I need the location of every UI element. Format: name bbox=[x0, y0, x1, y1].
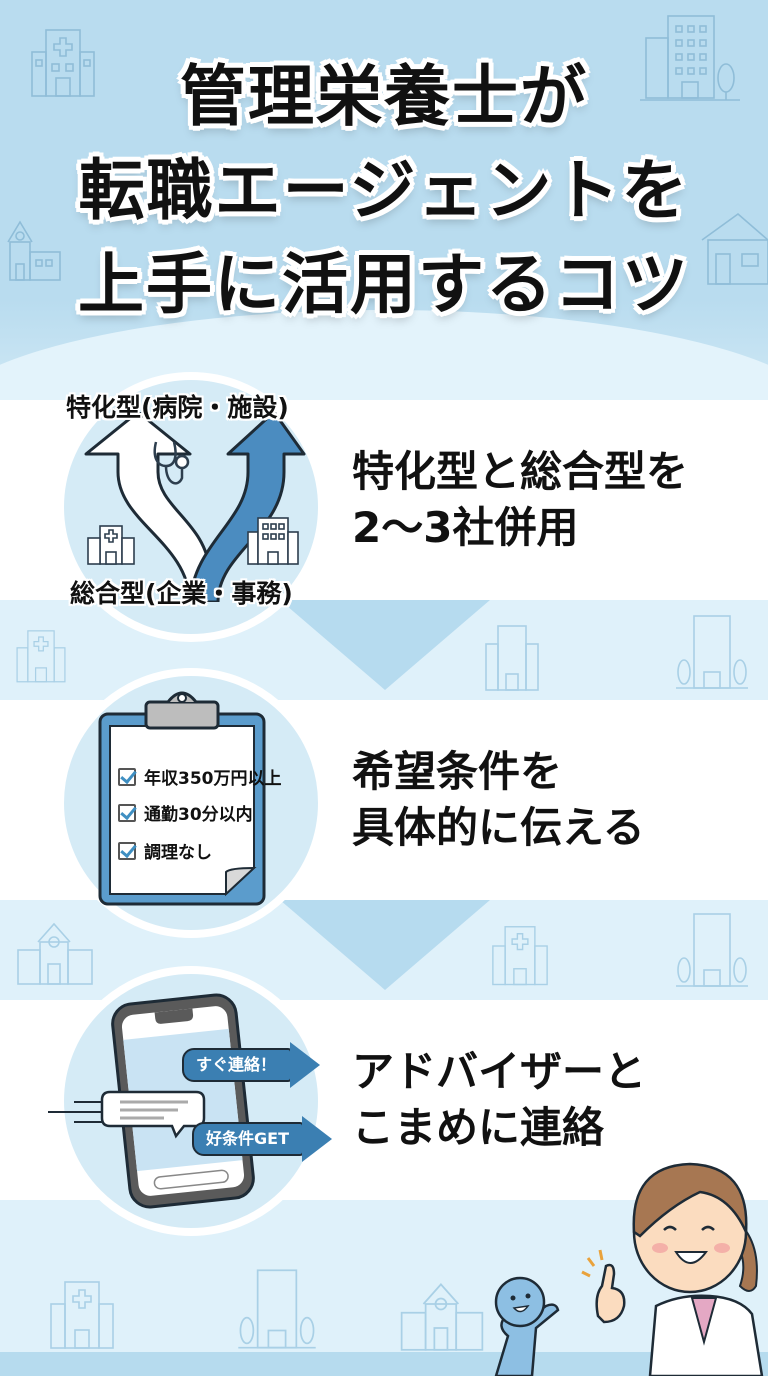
office-outline-icon bbox=[482, 622, 542, 692]
checkbox-icon bbox=[118, 803, 136, 822]
step-1-heading-line-2: 2〜3社併用 bbox=[352, 503, 579, 552]
hospital-outline-icon bbox=[14, 622, 68, 686]
advisor-woman-illustration bbox=[580, 1146, 768, 1376]
chevron-down-icon bbox=[280, 900, 490, 990]
step-3-heading: アドバイザーと こまめに連絡 bbox=[352, 1044, 646, 1156]
arrow-right-icon bbox=[290, 1042, 320, 1088]
hospital-icon bbox=[86, 522, 136, 566]
step-2-heading: 希望条件を 具体的に伝える bbox=[352, 744, 645, 856]
hospital-outline-icon bbox=[32, 1272, 132, 1352]
good-offer-arrow-bubble: 好条件GET bbox=[192, 1116, 332, 1162]
client-figure-illustration bbox=[486, 1266, 586, 1376]
checkbox-icon bbox=[118, 767, 136, 786]
reply-arrow-bubble: すぐ連絡！ bbox=[182, 1042, 322, 1088]
tower-outline-icon bbox=[676, 612, 748, 692]
general-type-label: 総合型(企業・事務) bbox=[70, 579, 293, 608]
title-line-2: 転職エージェントを bbox=[78, 152, 690, 229]
step-3-heading-line-2: こまめに連絡 bbox=[352, 1103, 605, 1152]
school-outline-icon bbox=[14, 920, 96, 986]
page-title: 管理栄養士が 転職エージェントを 上手に活用するコツ bbox=[0, 50, 768, 332]
office-building-icon bbox=[246, 516, 300, 566]
split-arrow-icon bbox=[78, 412, 308, 602]
ground-strip bbox=[0, 1352, 768, 1376]
title-line-1: 管理栄養士が bbox=[180, 58, 588, 135]
checklist-item: 調理なし bbox=[118, 838, 212, 863]
tower-outline-icon bbox=[232, 1266, 322, 1352]
checklist-item: 通勤30分以内 bbox=[118, 800, 253, 825]
school-outline-icon bbox=[0, 212, 70, 282]
chat-bubble-icon bbox=[48, 1082, 208, 1142]
checkbox-icon bbox=[118, 841, 136, 860]
hospital-outline-icon bbox=[28, 20, 98, 100]
checklist-item: 年収350万円以上 bbox=[118, 764, 282, 789]
house-outline-icon bbox=[700, 210, 768, 286]
tower-outline-icon bbox=[676, 910, 748, 990]
hospital-outline-icon bbox=[480, 918, 560, 988]
clipboard-icon bbox=[96, 688, 268, 908]
chevron-down-icon bbox=[280, 600, 490, 690]
stethoscope-icon bbox=[148, 438, 196, 494]
step-2-heading-line-1: 希望条件を bbox=[352, 747, 563, 796]
office-outline-icon bbox=[640, 14, 740, 104]
school-outline-icon bbox=[396, 1280, 488, 1352]
step-1-heading-line-1: 特化型と総合型を bbox=[352, 447, 689, 496]
step-1-heading: 特化型と総合型を 2〜3社併用 bbox=[352, 444, 688, 556]
step-3-heading-line-1: アドバイザーと bbox=[352, 1047, 647, 1096]
arrow-right-icon bbox=[302, 1116, 332, 1162]
title-line-3: 上手に活用するコツ bbox=[78, 246, 690, 323]
step-2-heading-line-2: 具体的に伝える bbox=[352, 803, 645, 852]
specialized-type-label: 特化型(病院・施設) bbox=[66, 393, 289, 422]
